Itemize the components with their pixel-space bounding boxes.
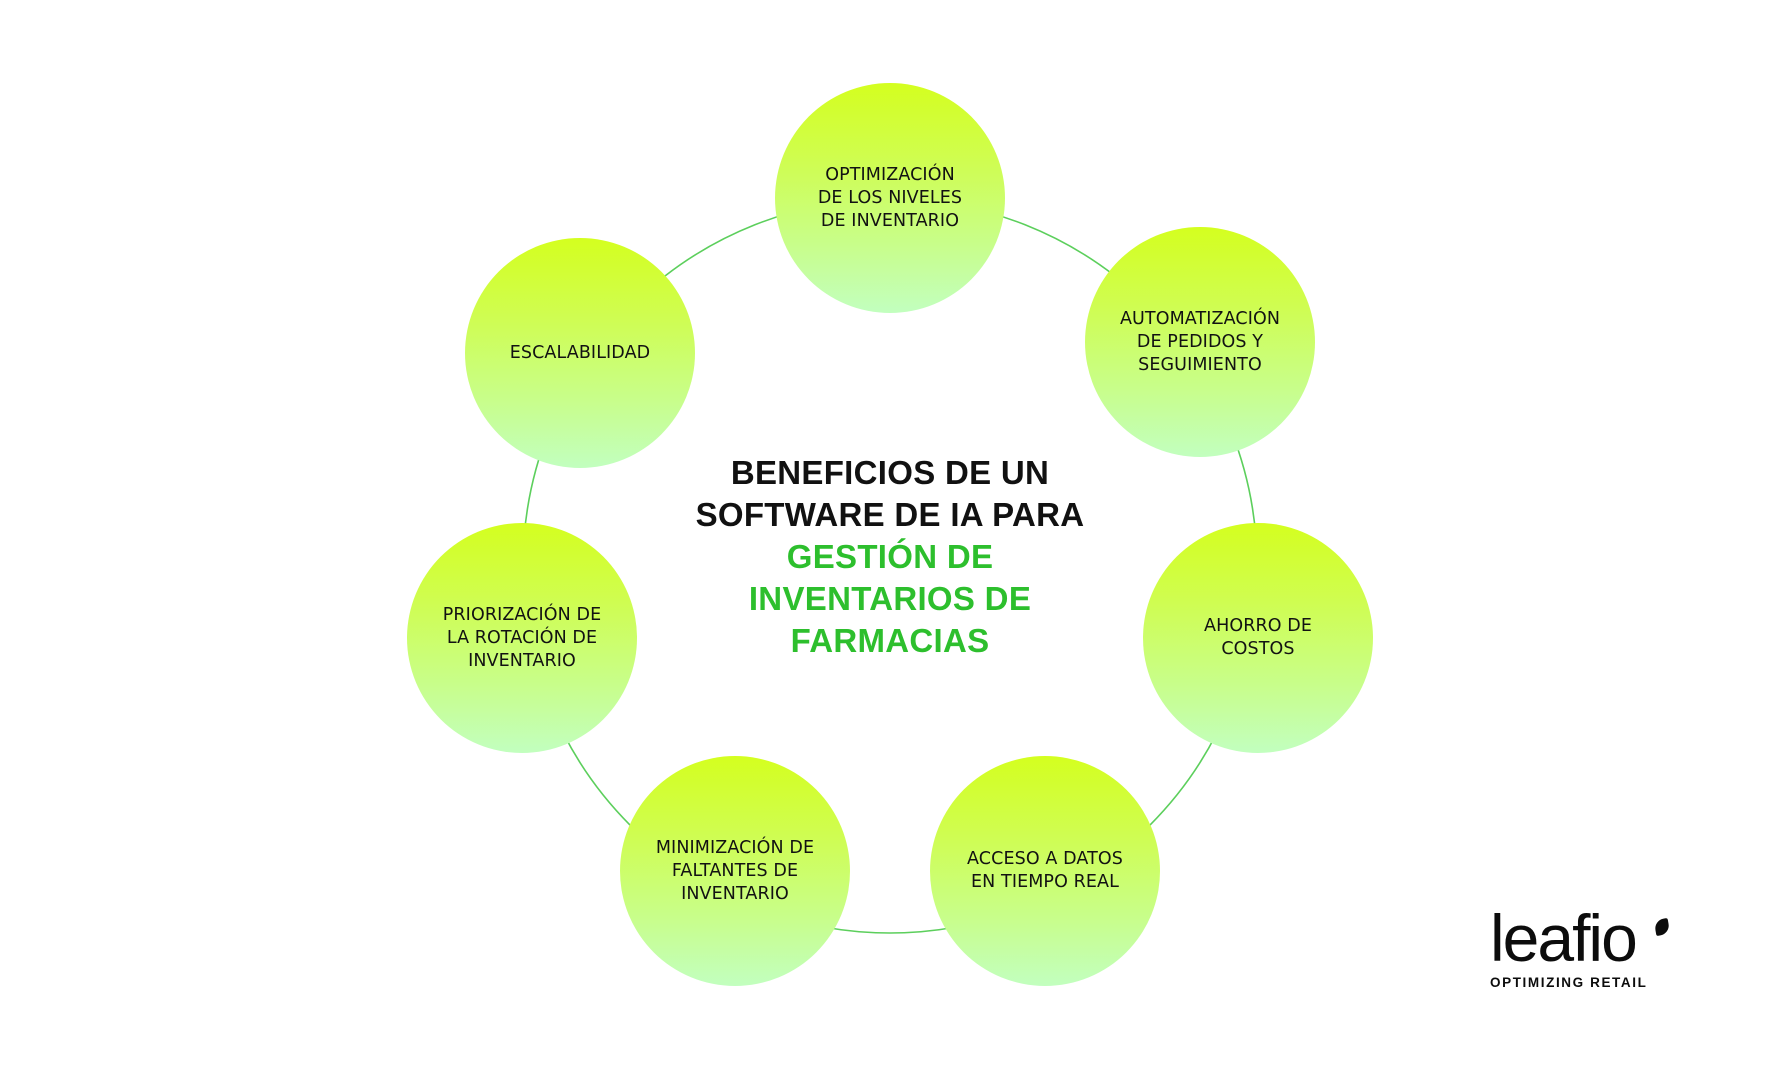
benefit-label: OPTIMIZACIÓN DE LOS NIVELES DE INVENTARI… [817,164,963,231]
benefit-node-minimizacion: MINIMIZACIÓN DE FALTANTES DE INVENTARIO [620,756,850,986]
benefit-label: PRIORIZACIÓN DE LA ROTACIÓN DE INVENTARI… [442,604,602,671]
benefit-node-acceso: ACCESO A DATOS EN TIEMPO REAL [930,756,1160,986]
benefit-label: ACCESO A DATOS EN TIEMPO REAL [967,849,1123,892]
leaf-icon [1653,917,1671,937]
diagram-title: BENEFICIOS DE UN SOFTWARE DE IA PARA GES… [590,452,1190,662]
title-green-text: GESTIÓN DE INVENTARIOS DE FARMACIAS [748,538,1032,659]
benefit-label: MINIMIZACIÓN DE FALTANTES DE INVENTARIO [655,837,815,904]
benefit-node-escalabilidad: ESCALABILIDAD [465,238,695,468]
benefit-node-optimizacion: OPTIMIZACIÓN DE LOS NIVELES DE INVENTARI… [775,83,1005,313]
leafio-logo: leafio OPTIMIZING RETAIL [1490,905,1690,990]
benefit-node-priorizacion: PRIORIZACIÓN DE LA ROTACIÓN DE INVENTARI… [407,523,637,753]
logo-tagline: OPTIMIZING RETAIL [1490,975,1648,990]
benefit-label: ESCALABILIDAD [509,342,651,363]
title-dark-text: BENEFICIOS DE UN SOFTWARE DE IA PARA [695,454,1085,533]
logo-wordmark: leafio [1490,905,1671,971]
benefit-node-ahorro: AHORRO DE COSTOS [1143,523,1373,753]
benefit-label: AHORRO DE COSTOS [1204,616,1312,659]
benefit-node-automatizacion: AUTOMATIZACIÓN DE PEDIDOS Y SEGUIMIENTO [1085,227,1315,457]
benefit-label: AUTOMATIZACIÓN DE PEDIDOS Y SEGUIMIENTO [1119,308,1281,375]
logo-wordmark-text: leafio [1490,901,1638,975]
